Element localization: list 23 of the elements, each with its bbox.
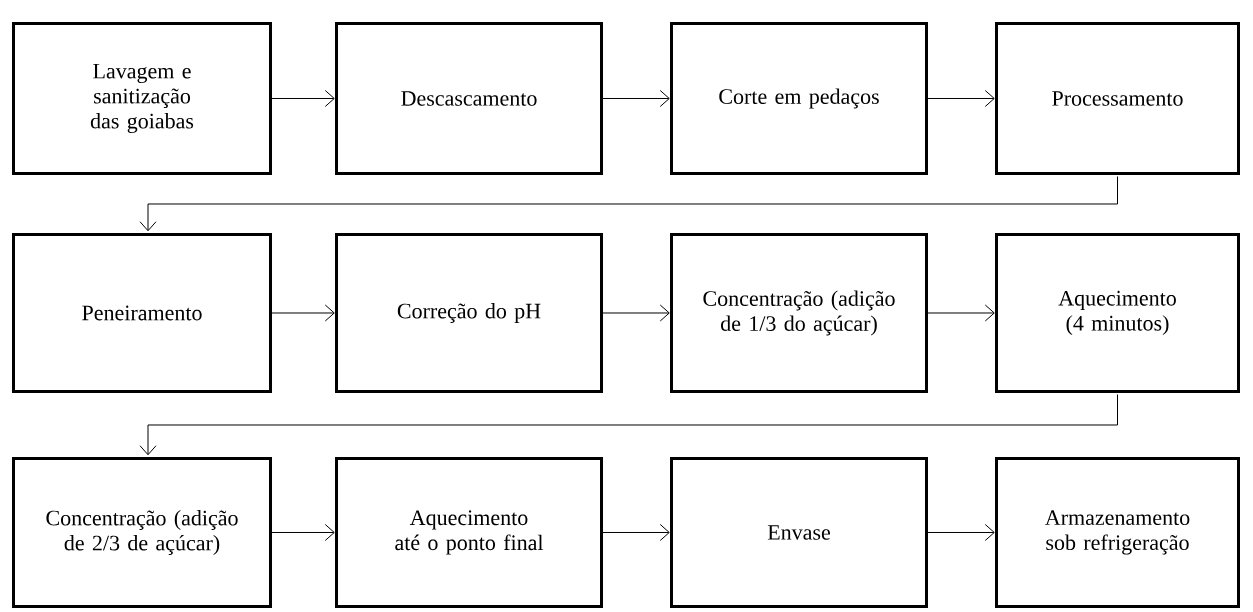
arrow	[139, 176, 1118, 232]
arrow	[927, 304, 995, 322]
process-box: Armazenamento sob refrigeração	[995, 457, 1240, 608]
process-box: Concentração (adição de 1/3 do açúcar)	[670, 233, 928, 393]
process-box: Envase	[670, 457, 928, 608]
process-box: Peneiramento	[12, 233, 272, 393]
process-box: Lavagem e sanitização das goiabas	[12, 22, 272, 175]
arrow	[927, 90, 995, 107]
process-box: Processamento	[995, 22, 1240, 175]
process-box: Correção do pH	[335, 233, 603, 393]
process-box: Aquecimento (4 minutos)	[995, 233, 1240, 393]
process-box: Concentração (adição de 2/3 de açúcar)	[12, 457, 272, 608]
arrow	[927, 524, 995, 541]
process-box: Descascamento	[335, 22, 603, 175]
process-box: Corte em pedaços	[670, 22, 928, 175]
arrow	[271, 524, 335, 541]
arrow	[271, 304, 335, 322]
arrow	[602, 304, 670, 322]
arrow	[139, 394, 1118, 456]
process-box: Aquecimento até o ponto final	[335, 457, 603, 608]
arrow	[602, 90, 670, 107]
arrow	[271, 90, 335, 107]
arrow	[602, 524, 670, 541]
